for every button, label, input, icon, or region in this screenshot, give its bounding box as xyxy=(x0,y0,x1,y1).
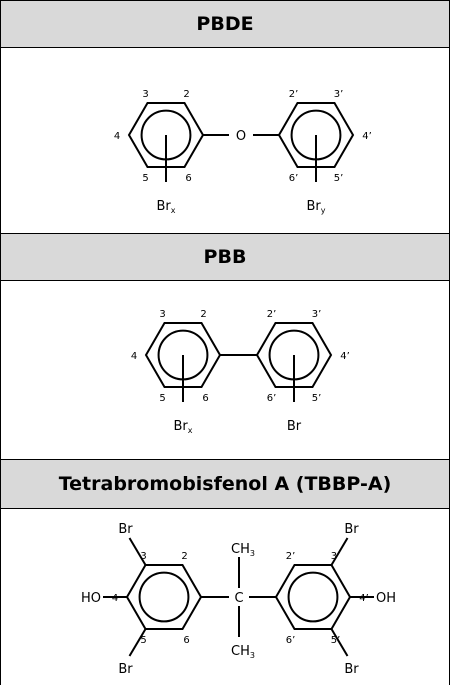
tbbpa-left-position-label: 3 xyxy=(140,551,146,562)
pbb-right-position-label: 4’ xyxy=(340,351,350,362)
section-title-tbbpa: Tetrabromobisfenol A (TBBP-A) xyxy=(1,459,449,509)
pbde-left-ring-hexagon xyxy=(127,102,205,168)
pbb-left-position-label: 4 xyxy=(131,351,137,362)
pbb-left-position-label: 5 xyxy=(159,393,165,404)
tbbpa-central-carbon: C xyxy=(234,591,243,606)
tbbpa-left-bottom-br-bond xyxy=(128,628,147,657)
tbbpa-right-bottom-br-bond xyxy=(330,628,349,657)
tbbpa-right-position-label: 6’ xyxy=(286,635,296,646)
pbb-right-position-label: 6’ xyxy=(267,393,277,404)
tbbpa-right-ring-hexagon xyxy=(274,564,352,630)
pbb-left-position-label: 6 xyxy=(202,393,208,404)
section-title-pbb: PBB xyxy=(1,233,449,281)
tbbpa-left-ring-hexagon xyxy=(125,564,203,630)
pbde-left-position-label: 4 xyxy=(114,131,120,142)
pbde-right-position-label: 6’ xyxy=(289,173,299,184)
tbbpa-right-position-label: 3’ xyxy=(331,551,341,562)
pbb-left-position-label: 3 xyxy=(159,309,165,320)
pbde-right-position-label: 3’ xyxy=(334,89,344,100)
tbbpa-left-position-label: 4 xyxy=(112,593,118,604)
tbbpa-bromine-left-bottom: Br xyxy=(118,662,133,677)
pbb-right-position-label: 3’ xyxy=(312,309,322,320)
pbde-left-position-label: 3 xyxy=(142,89,148,100)
tbbpa-bromine-left-top: Br xyxy=(118,522,133,537)
tbbpa-left-position-label: 5 xyxy=(140,635,146,646)
tbbpa-right-hydroxyl: OH xyxy=(376,591,396,606)
pbb-right-bromine: Br xyxy=(287,419,302,434)
tbbpa-right-ring-aromatic-circle xyxy=(287,571,339,623)
pbde-left-position-label: 5 xyxy=(142,173,148,184)
tbbpa-right-position-label: 2’ xyxy=(286,551,296,562)
tbbpa-right-position-label: 5’ xyxy=(331,635,341,646)
tbbpa-left-position-label: 6 xyxy=(183,635,189,646)
tbbpa-left-hydroxyl: HO xyxy=(81,591,101,606)
tbbpa-right-position-label: 4’ xyxy=(359,593,369,604)
pbde-left-position-label: 6 xyxy=(185,173,191,184)
tbbpa-left-top-br-bond xyxy=(128,537,147,566)
section-title-pbde: PBDE xyxy=(1,0,449,48)
tbbpa-right-top-br-bond xyxy=(330,537,349,566)
pbde-right-bromine: Bry xyxy=(307,199,326,215)
pbde-right-position-label: 5’ xyxy=(334,173,344,184)
pbde-right-position-label: 2’ xyxy=(289,89,299,100)
pbb-right-position-label: 2’ xyxy=(267,309,277,320)
tbbpa-left-position-label: 2 xyxy=(181,551,187,562)
tbbpa-left-ring-aromatic-circle xyxy=(138,571,190,623)
tbbpa-methyl-top: CH3 xyxy=(231,542,255,558)
tbbpa-bromine-right-top: Br xyxy=(344,522,359,537)
pbb-right-position-label: 5’ xyxy=(312,393,322,404)
pbb-left-bromine: Brx xyxy=(174,419,193,435)
pbb-left-position-label: 2 xyxy=(200,309,206,320)
pbde-oxygen-atom: O xyxy=(236,129,246,144)
pbde-left-bromine: Brx xyxy=(157,199,176,215)
pbb-left-ring-hexagon xyxy=(144,322,222,388)
pbde-right-position-label: 4’ xyxy=(362,131,372,142)
tbbpa-methyl-bottom: CH3 xyxy=(231,644,255,660)
tbbpa-bromine-right-bottom: Br xyxy=(344,662,359,677)
pbde-left-position-label: 2 xyxy=(183,89,189,100)
